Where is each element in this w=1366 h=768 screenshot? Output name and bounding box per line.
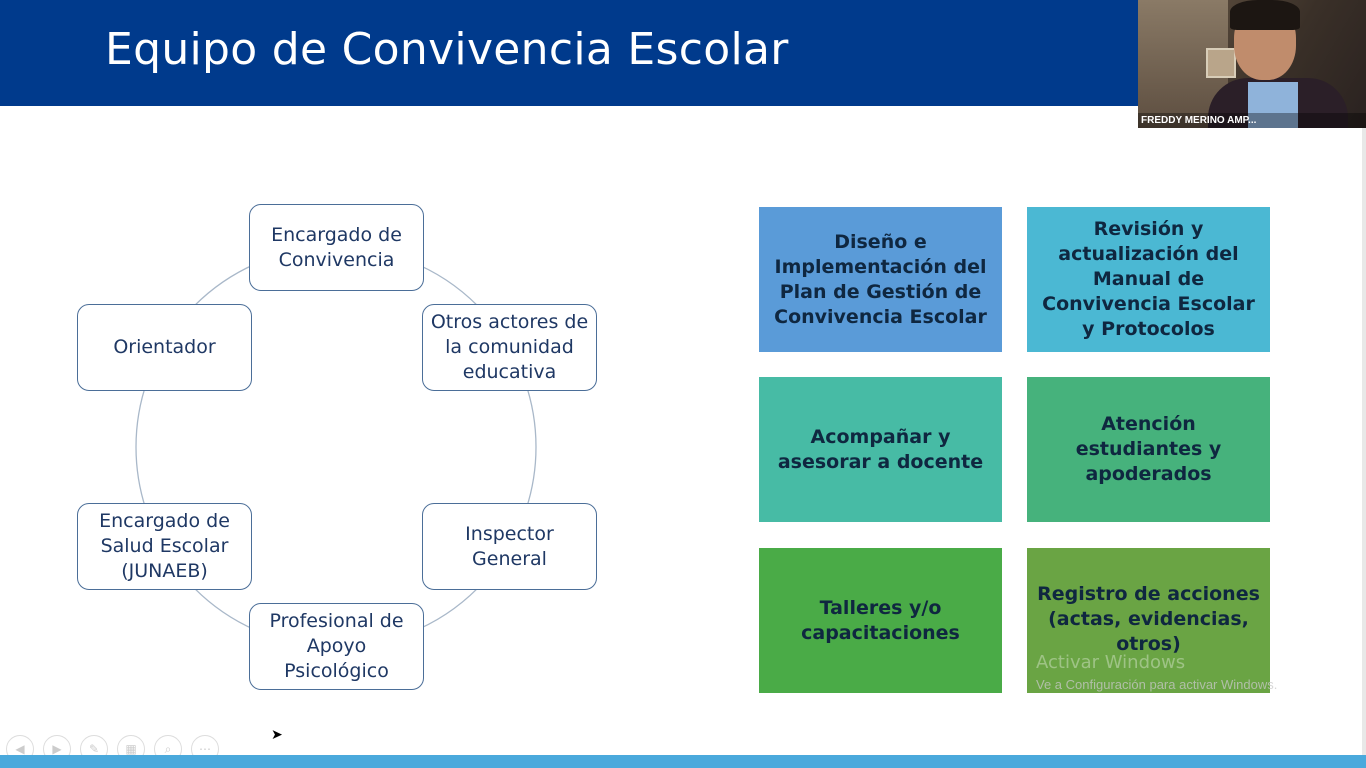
node-apoyo-psicologico: Profesional de Apoyo Psicológico — [249, 603, 424, 690]
participant-name: FREDDY MERINO AMP... — [1138, 113, 1366, 128]
function-atencion-estudiantes: Atención estudiantes y apoderados — [1027, 377, 1270, 522]
function-plan-gestion: Diseño e Implementación del Plan de Gest… — [759, 207, 1002, 352]
watermark-title: Activar Windows — [1036, 652, 1186, 673]
windows-activation-watermark: Activar Windows Ve a Configuración para … — [1036, 652, 1277, 692]
function-manual-convivencia: Revisión y actualización del Manual de C… — [1027, 207, 1270, 352]
mouse-cursor-icon: ➤ — [271, 726, 283, 742]
wall-picture — [1206, 48, 1236, 78]
participant-hair — [1230, 0, 1300, 30]
node-otros-actores: Otros actores de la comunidad educativa — [422, 304, 597, 391]
watermark-subtitle: Ve a Configuración para activar Windows. — [1036, 677, 1278, 692]
function-asesorar-docente: Acompañar y asesorar a docente — [759, 377, 1002, 522]
function-talleres: Talleres y/o capacitaciones — [759, 548, 1002, 693]
node-encargado-convivencia: Encargado de Convivencia — [249, 204, 424, 291]
webcam-video[interactable]: FREDDY MERINO AMP... — [1138, 0, 1366, 128]
node-inspector-general: Inspector General — [422, 503, 597, 590]
bottom-bar — [0, 755, 1366, 768]
node-orientador: Orientador — [77, 304, 252, 391]
function-registro-acciones: Registro de acciones (actas, evidencias,… — [1027, 548, 1270, 693]
participant-shirt — [1248, 82, 1298, 128]
slide-edge — [1362, 128, 1366, 755]
slide-title: Equipo de Convivencia Escolar — [105, 24, 789, 75]
node-salud-escolar: Encargado de Salud Escolar (JUNAEB) — [77, 503, 252, 590]
